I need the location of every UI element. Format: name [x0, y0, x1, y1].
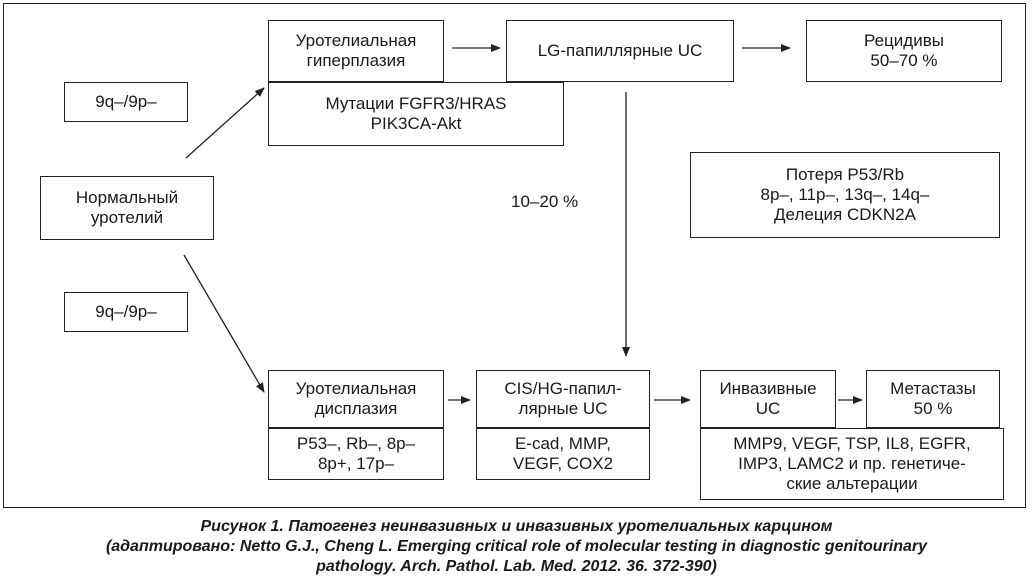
box-metastases: Метастазы 50 %	[866, 370, 1000, 428]
box-lg-papillary-uc: LG-папиллярные UC	[506, 20, 734, 82]
arrow-normal-to-dysplasia	[183, 254, 265, 393]
arrow-normal-to-hyperplasia	[185, 87, 265, 159]
figure-caption-source: (адаптировано: Netto G.J., Cheng L. Emer…	[105, 538, 928, 555]
box-dysplasia-markers: P53–, Rb–, 8р– 8р+, 17р–	[268, 428, 444, 480]
box-recurrence: Рецидивы 50–70 %	[806, 20, 1002, 82]
box-invasive-uc: Инвазивные UC	[700, 370, 836, 428]
box-normal-urothelium: Нормальный уротелий	[40, 176, 214, 240]
box-invasive-markers: MMP9, VEGF, TSP, IL8, EGFR, IMP3, LAMC2 …	[700, 428, 1004, 500]
box-fgfr3-mutations: Мутации FGFR3/HRAS PIK3CA-Akt	[268, 82, 564, 146]
box-cis-hg-papillary: CIS/HG-папил- лярные UC	[476, 370, 650, 428]
figure-caption-citation: pathology. Arch. Pathol. Lab. Med. 2012.…	[316, 558, 717, 575]
label-progression-percent: 10–20 %	[511, 192, 579, 211]
figure-caption-title: Рисунок 1. Патогенез неинвазивных и инва…	[200, 518, 833, 535]
diagram-frame	[3, 3, 1026, 508]
box-cis-markers: E-cad, MMP, VEGF, COX2	[476, 428, 650, 480]
box-hyperplasia: Уротелиальная гиперплазия	[268, 20, 444, 82]
box-deletion-top: 9q–/9p–	[64, 82, 188, 122]
box-dysplasia: Уротелиальная дисплазия	[268, 370, 444, 428]
box-p53-rb-loss: Потеря P53/Rb 8р–, 11р–, 13q–, 14q– Деле…	[690, 152, 1000, 238]
box-deletion-bottom: 9q–/9p–	[64, 292, 188, 332]
